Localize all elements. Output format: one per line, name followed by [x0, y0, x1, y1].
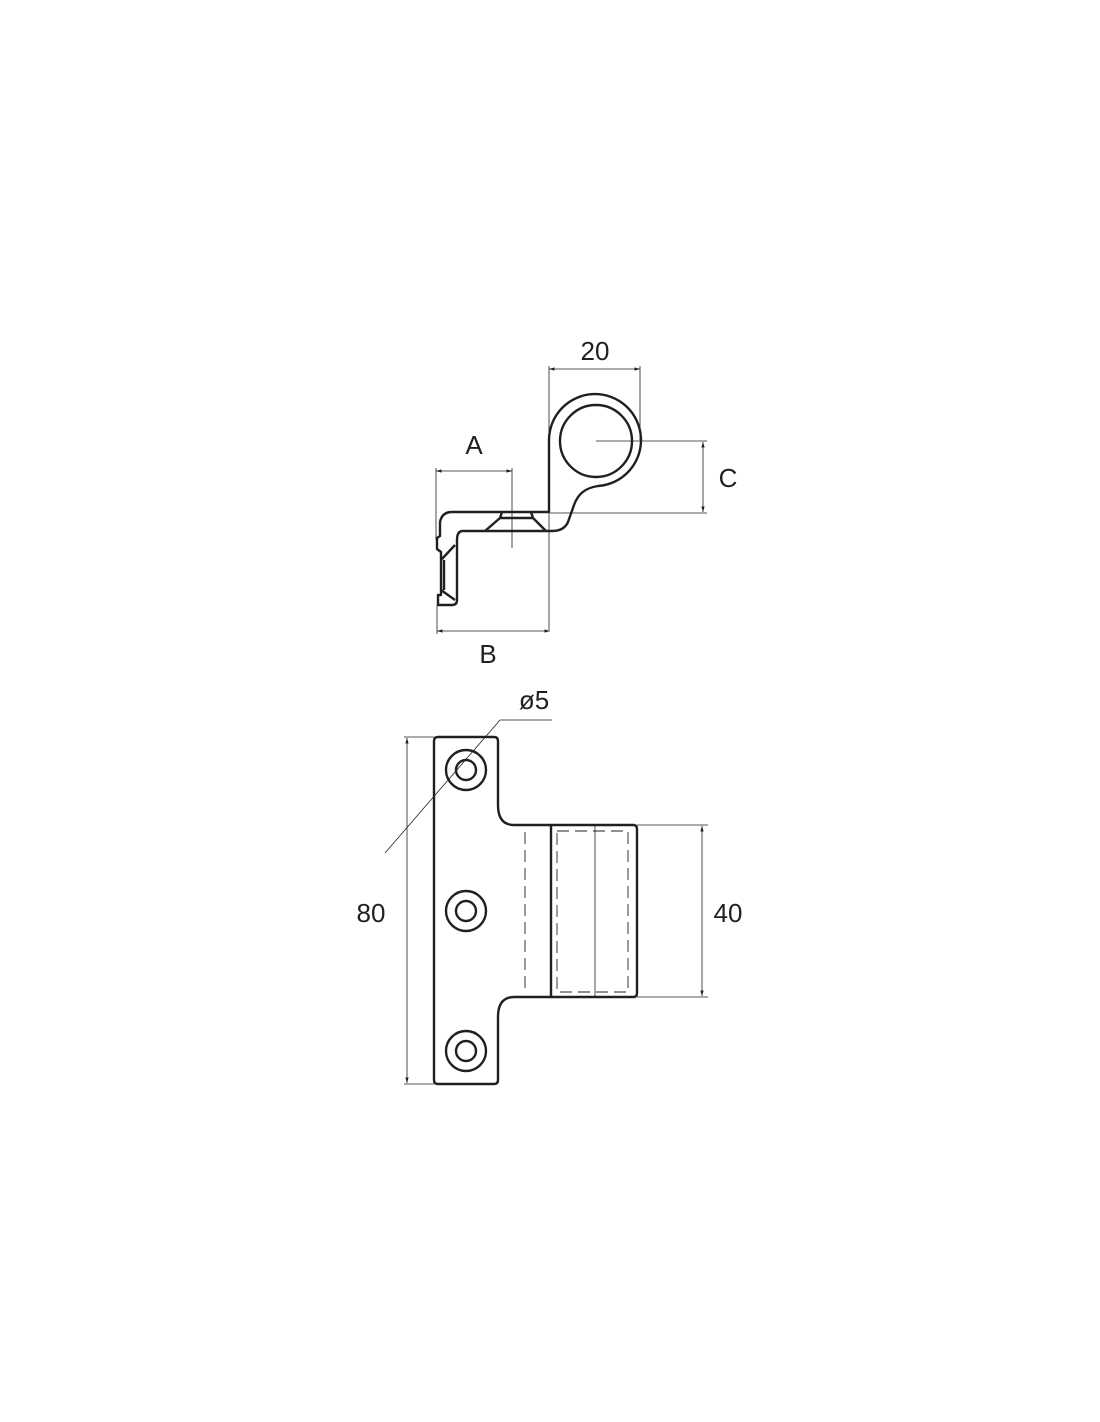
countersink-ring [444, 748, 488, 792]
side-view: 20 A B C [435, 336, 738, 669]
dim-a: A [465, 430, 483, 460]
hole-icon [454, 758, 478, 782]
side-countersink [440, 544, 456, 601]
dim-c: C [719, 463, 738, 493]
hidden-bore-outline [556, 830, 629, 993]
diameter-leader [384, 719, 552, 854]
mounting-hole-top [444, 748, 488, 792]
bracket-profile [435, 392, 643, 607]
hole-icon [454, 899, 478, 923]
dim-tube-width: 20 [581, 336, 610, 366]
hole-icon [454, 1039, 478, 1063]
dim-hole-diameter: ø5 [519, 685, 549, 715]
countersink-ring [444, 1029, 488, 1073]
base-plate [432, 735, 639, 1086]
countersink-ring [444, 889, 488, 933]
front-view: ø5 80 40 [357, 685, 743, 1086]
mounting-hole-bottom [444, 1029, 488, 1073]
dim-clamp-height: 40 [714, 898, 743, 928]
dim-height: 80 [357, 898, 386, 928]
dim-b: B [479, 639, 496, 669]
countersink [484, 511, 547, 532]
mounting-hole-middle [444, 889, 488, 933]
